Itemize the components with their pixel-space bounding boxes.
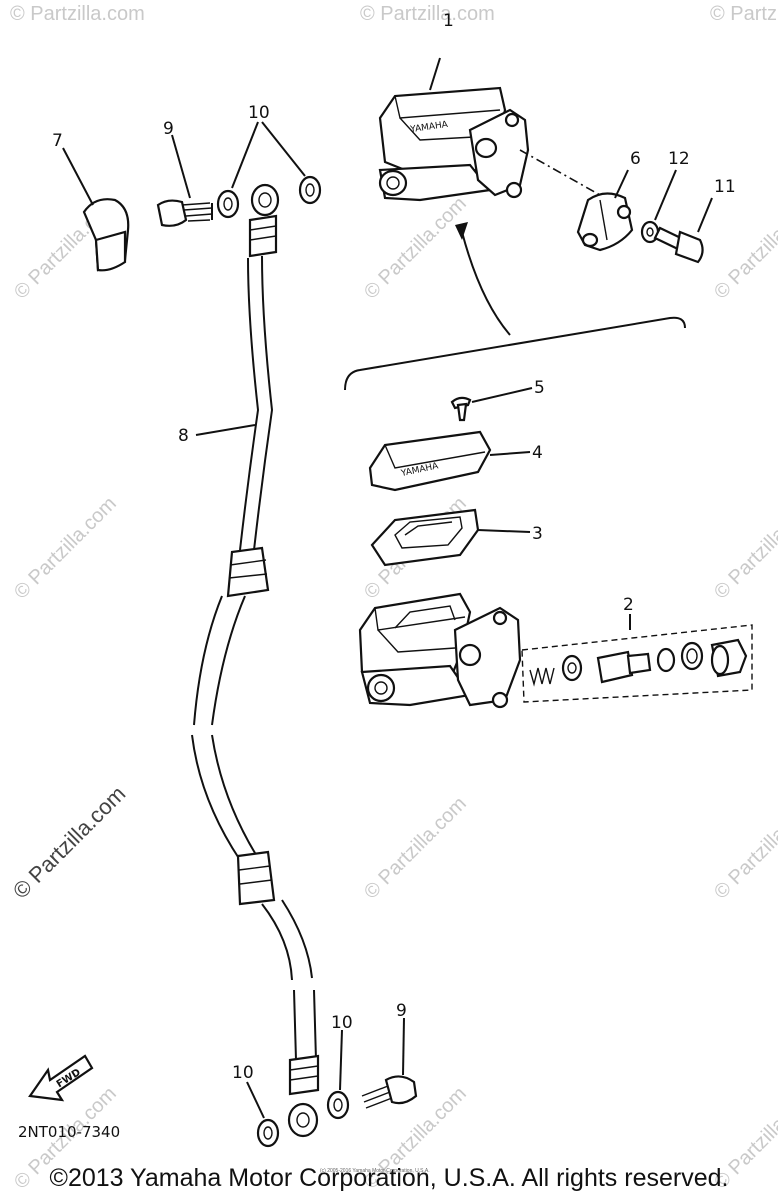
master-cylinder-body (358, 592, 522, 709)
callout-12: 12 (668, 149, 690, 169)
cover-screw (450, 396, 472, 422)
small-notice: (c) 2005-2016 Yamaha Motor Corporation, … (320, 1168, 430, 1174)
callout-3: 3 (532, 524, 543, 544)
callout-7: 7 (52, 131, 63, 151)
reservoir-cover: YAMAHA (368, 430, 492, 492)
callout-11: 11 (714, 177, 736, 197)
watermark: © Partzilla.com (8, 781, 131, 904)
assembly-arrow (461, 231, 511, 336)
leader-line (231, 121, 259, 189)
piston-kit-parts (529, 638, 748, 687)
watermark: © Partzilla.com (710, 493, 778, 604)
callout-9: 9 (163, 119, 174, 139)
leader-line (339, 1029, 343, 1091)
clamp-bracket (576, 192, 634, 252)
union-bolt (361, 1075, 418, 1109)
copper-washer (298, 175, 322, 205)
leader-line (471, 387, 533, 403)
leader-line (489, 451, 531, 456)
leader-line (171, 134, 191, 199)
copper-washer (216, 189, 240, 219)
watermark: © Partzilla.com (710, 793, 778, 904)
callout-5: 5 (534, 378, 545, 398)
master-cylinder-assembly: YAMAHA (378, 86, 530, 202)
union-bolt (156, 199, 213, 227)
leader-line (614, 169, 629, 199)
leader-line (246, 1081, 265, 1119)
leader-line (697, 197, 713, 233)
watermark: © Partzilla.com (10, 493, 121, 604)
leader-line (429, 57, 441, 91)
callout-10: 10 (232, 1063, 254, 1083)
leader-line (477, 529, 531, 533)
watermark: © Partzilla.com (710, 193, 778, 304)
leader-line (402, 1017, 405, 1076)
copper-washer (326, 1090, 350, 1120)
callout-6: 6 (630, 149, 641, 169)
callout-4: 4 (532, 443, 543, 463)
watermark: © Partzilla.com (710, 3, 778, 25)
callout-10: 10 (331, 1013, 353, 1033)
callout-9: 9 (396, 1001, 407, 1021)
diaphragm (370, 508, 480, 567)
brake-hose (191, 183, 320, 1138)
callout-2: 2 (623, 595, 634, 615)
leader-line (654, 169, 677, 221)
watermark: © Partzilla.com (360, 793, 471, 904)
part-code: 2NT010-7340 (18, 1123, 120, 1141)
leader-line (195, 424, 256, 436)
centerline (519, 149, 601, 196)
callout-1: 1 (443, 11, 454, 31)
watermark: © Partzilla.com (10, 3, 145, 25)
watermark: © Partzilla.com (360, 193, 471, 304)
fwd-arrow-icon: FWD (28, 1054, 94, 1102)
leader-line (62, 147, 94, 206)
piston-kit-box (521, 624, 753, 703)
leader-line (261, 121, 306, 177)
banjo-cap (82, 198, 130, 272)
exploded-view-bracket (344, 316, 686, 391)
copper-washer (256, 1118, 280, 1148)
callout-10: 10 (248, 103, 270, 123)
copyright-footer: ©2013 Yamaha Motor Corporation, U.S.A. A… (49, 1164, 729, 1192)
watermark: © Partzilla.com (360, 3, 495, 25)
clamp-bolt (653, 226, 704, 264)
callout-8: 8 (178, 426, 189, 446)
